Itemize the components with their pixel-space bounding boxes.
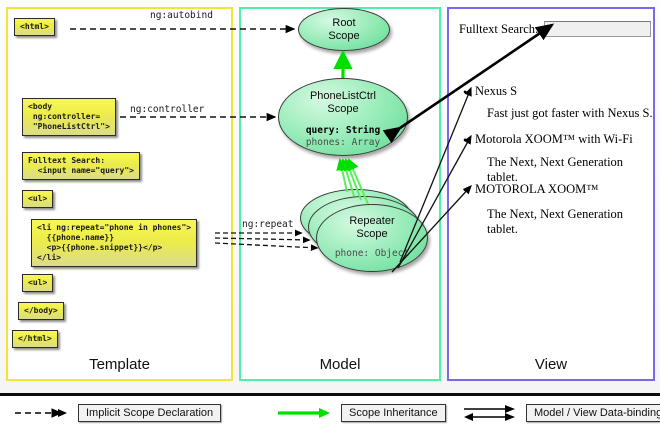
view-search-label: Fulltext Search: [459, 21, 539, 36]
repeater-scope-prop-phone: phone: Object [334, 248, 410, 259]
panel-view: Fulltext Search: • Nexus S Fast just got… [447, 7, 655, 381]
code-block-ul-close: <ul> [22, 274, 54, 292]
phonelistctrl-scope-title-2: Scope [327, 103, 359, 115]
root-scope-title-2: Scope [328, 30, 360, 42]
green-arrow-icon [278, 408, 330, 418]
view-list-item-name-0: • Nexus S [463, 84, 518, 99]
panel-view-label: View [534, 356, 568, 373]
phonelistctrl-scope-node: PhoneListCtrl Scope query: String phones… [278, 78, 408, 156]
legend-label-implicit-scope-declaration: Implicit Scope Declaration [78, 404, 222, 422]
view-item-2-desc: The Next, Next Generation tablet. [487, 207, 624, 236]
panel-template-label: Template [89, 356, 150, 373]
view-item-1-title: Motorola XOOM™ with Wi-Fi [475, 132, 633, 146]
view-item-0-desc: Fast just got faster with Nexus S. [487, 106, 653, 120]
legend: Implicit Scope Declaration Scope Inherit… [0, 393, 660, 438]
view-item-2-title: MOTOROLA XOOM™ [475, 182, 599, 196]
edge-label-ng-controller: ng:controller [130, 104, 205, 115]
root-scope-node: Root Scope [298, 8, 390, 51]
view-item-1-desc: The Next, Next Generation tablet. [487, 155, 624, 184]
edge-label-ng-repeat: ng:repeat [242, 219, 294, 230]
repeater-scope-node: Repeater Scope phone: Object [316, 204, 428, 272]
dashed-arrow-icon [15, 408, 67, 418]
code-block-html-open: <html> [14, 18, 55, 36]
legend-label-model-view-data-binding: Model / View Data-binding [526, 404, 660, 422]
code-block-ul-open: <ul> [22, 190, 54, 208]
view-search-input[interactable] [543, 21, 651, 37]
double-arrow-icon [464, 405, 515, 421]
view-list-item-name-1: • Motorola XOOM™ with Wi-Fi [463, 132, 633, 147]
repeater-scope-title-1: Repeater [349, 215, 395, 227]
legend-item-implicit-scope-declaration: Implicit Scope Declaration [14, 404, 222, 422]
code-block-body-close: </body> [18, 302, 64, 320]
view-search-row: Fulltext Search: [459, 21, 651, 37]
root-scope-title-1: Root [332, 17, 356, 29]
phonelistctrl-scope-prop-phones: phones: Array [305, 137, 381, 148]
view-list-item-name-2: • MOTOROLA XOOM™ [463, 182, 599, 197]
view-item-0-title: Nexus S [475, 84, 518, 98]
legend-item-model-view-data-binding: Model / View Data-binding [462, 404, 660, 422]
bullet-icon: • [463, 85, 468, 99]
phonelistctrl-scope-prop-query: query: String [305, 125, 381, 136]
panel-model-label: Model [319, 356, 361, 373]
legend-label-scope-inheritance: Scope Inheritance [341, 404, 446, 422]
repeater-scope-title-2: Scope [356, 228, 388, 240]
code-block-li-repeat: <li ng:repeat="phone in phones"> {{phone… [31, 219, 198, 267]
edge-label-ng-autobind: ng:autobind [150, 10, 213, 21]
code-block-html-close: </html> [12, 330, 58, 348]
legend-item-scope-inheritance: Scope Inheritance [277, 404, 446, 422]
bullet-icon: • [463, 133, 468, 147]
code-block-body-open: <body ng:controller= "PhoneListCtrl"> [22, 98, 116, 136]
code-block-fulltext-search: Fulltext Search: <input name="query"> [22, 152, 140, 180]
phonelistctrl-scope-title-1: PhoneListCtrl [309, 90, 377, 102]
bullet-icon: • [463, 183, 468, 197]
